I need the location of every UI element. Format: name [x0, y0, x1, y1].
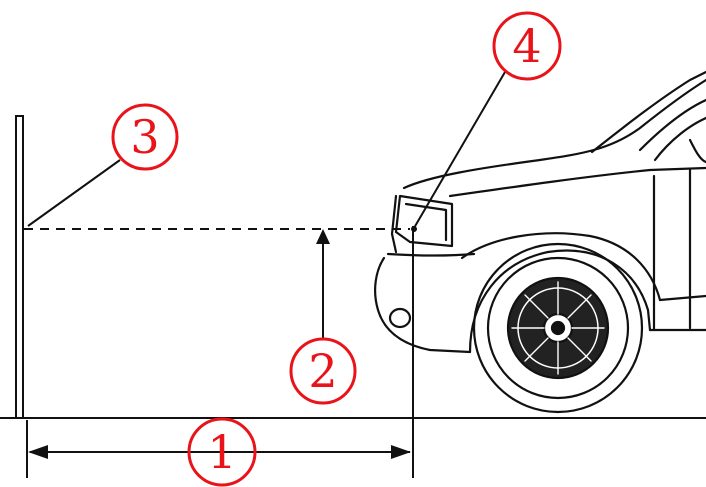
- vehicle-headlight: [394, 194, 454, 248]
- callout-3-label: 3: [130, 110, 159, 164]
- vehicle-grille-front: [390, 194, 398, 254]
- vehicle-wheel-arch-outer: [460, 232, 662, 302]
- headlight-center-point: [411, 226, 417, 232]
- vehicle-hood: [402, 78, 706, 190]
- vehicle-rim-spokes: [511, 281, 605, 375]
- distance-arrow-head-right: [391, 445, 411, 459]
- vehicle-windshield: [590, 70, 706, 154]
- distance-arrow-head-left: [28, 445, 48, 459]
- vehicle-windshield-inner: [638, 98, 706, 152]
- vehicle: [374, 70, 706, 414]
- vehicle-bumper-top: [386, 252, 476, 257]
- vehicle-wheel-arch: [468, 249, 652, 354]
- leader-line-4: [413, 71, 506, 229]
- vehicle-headlight-inner: [404, 202, 448, 242]
- vehicle-hub-center: [550, 320, 566, 336]
- vehicle-fog-light: [388, 307, 412, 329]
- vehicle-fender-line: [448, 166, 706, 198]
- callout-1-label: 1: [207, 425, 236, 479]
- callout-3: 3: [111, 103, 179, 171]
- height-arrow-head: [316, 229, 330, 244]
- vehicle-side-window: [653, 116, 706, 164]
- aiming-wall: [15, 115, 24, 419]
- callout-1: 1: [187, 417, 257, 487]
- vehicle-bumper: [374, 256, 472, 354]
- callout-4: 4: [492, 11, 562, 81]
- callout-2-label: 2: [308, 344, 337, 398]
- vehicle-tire: [472, 242, 644, 414]
- leader-line-3: [27, 159, 121, 227]
- vehicle-tire-inner: [486, 256, 630, 400]
- callout-4-label: 4: [512, 19, 541, 73]
- vehicle-lower-body: [648, 168, 706, 332]
- callout-2: 2: [289, 337, 357, 405]
